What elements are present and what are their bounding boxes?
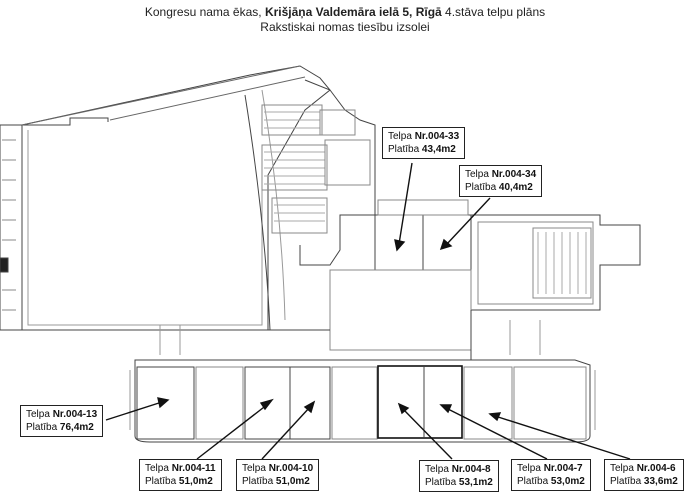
room-004-10-outline bbox=[289, 366, 331, 440]
left-wing-wall bbox=[0, 124, 23, 331]
arrow-head-004-11 bbox=[259, 398, 274, 411]
arrow-head-004-34 bbox=[439, 238, 453, 251]
arrow-004-10 bbox=[261, 406, 311, 460]
hall-inner-outline bbox=[27, 130, 263, 326]
label-telpa: Telpa bbox=[26, 409, 53, 420]
room-area: 51,0m2 bbox=[275, 476, 310, 487]
title-address: Krišjāņa Valdemāra ielā 5, Rīgā bbox=[264, 5, 442, 19]
room-label-004-33: Telpa Nr.004-33 Platība 43,4m2 bbox=[382, 127, 466, 159]
label-telpa: Telpa bbox=[517, 463, 544, 474]
central-room-a bbox=[319, 109, 356, 136]
arrow-004-6 bbox=[494, 415, 631, 460]
seating-rows bbox=[264, 111, 325, 222]
room-number: Nr.004-10 bbox=[268, 463, 314, 474]
room-label-004-7: Telpa Nr.004-7 Platība 53,0m2 bbox=[511, 459, 591, 491]
label-telpa: Telpa bbox=[388, 131, 415, 142]
room-004-6-outline bbox=[463, 366, 513, 440]
room-number: Nr.004-33 bbox=[414, 131, 460, 142]
pointer-arrows bbox=[105, 162, 631, 460]
central-corridor bbox=[329, 269, 472, 351]
label-platiba: Platība bbox=[610, 476, 644, 487]
label-telpa: Telpa bbox=[610, 463, 637, 474]
right-wing-stage bbox=[532, 227, 592, 299]
label-telpa: Telpa bbox=[465, 169, 492, 180]
right-wing-rows bbox=[537, 232, 587, 294]
room-label-004-10: Telpa Nr.004-10 Platība 51,0m2 bbox=[236, 459, 320, 491]
label-platiba: Platība bbox=[26, 422, 60, 433]
label-platiba: Platība bbox=[465, 182, 499, 193]
room-label-004-6: Telpa Nr.004-6 Platība 33,6m2 bbox=[604, 459, 684, 491]
room-004-12-outline bbox=[195, 366, 244, 440]
arrow-head-004-7 bbox=[439, 404, 453, 414]
arrow-004-7 bbox=[445, 407, 548, 460]
plan-subtitle: Rakstiskai nomas tiesību izsolei bbox=[260, 20, 430, 34]
arrow-head-004-6 bbox=[488, 412, 502, 422]
arrow-head-004-33 bbox=[394, 239, 406, 252]
room-area: 40,4m2 bbox=[498, 182, 533, 193]
room-label-004-34: Telpa Nr.004-34 Platība 40,4m2 bbox=[459, 165, 543, 197]
stairs-lines bbox=[159, 320, 541, 355]
room-number: Nr.004-8 bbox=[451, 464, 491, 475]
roof-line-1 bbox=[21, 65, 301, 126]
arrow-004-11 bbox=[196, 403, 269, 460]
right-wing-hall bbox=[477, 221, 594, 305]
room-004-13-outline bbox=[136, 366, 195, 440]
label-telpa: Telpa bbox=[242, 463, 269, 474]
room-area: 43,4m2 bbox=[421, 144, 456, 155]
arrow-head-004-10 bbox=[303, 400, 316, 414]
central-block bbox=[299, 79, 376, 266]
arrow-004-8 bbox=[402, 408, 453, 460]
room-area: 53,1m2 bbox=[458, 477, 493, 488]
room-number: Nr.004-34 bbox=[491, 169, 537, 180]
label-telpa: Telpa bbox=[425, 464, 452, 475]
title-prefix: Kongresu nama ēkas, bbox=[144, 5, 265, 19]
room-number: Nr.004-7 bbox=[543, 463, 583, 474]
label-telpa: Telpa bbox=[145, 463, 172, 474]
arrow-head-004-8 bbox=[397, 402, 410, 415]
seating-block-2 bbox=[261, 144, 328, 191]
room-label-004-11: Telpa Nr.004-11 Platība 51,0m2 bbox=[139, 459, 222, 491]
room-area: 76,4m2 bbox=[59, 422, 94, 433]
label-platiba: Platība bbox=[425, 477, 459, 488]
seating-block-1 bbox=[261, 104, 323, 136]
room-area: 53,0m2 bbox=[550, 476, 585, 487]
label-platiba: Platība bbox=[242, 476, 276, 487]
upper-corridor bbox=[377, 199, 469, 216]
roof-line-2 bbox=[109, 76, 306, 121]
corridor-lines bbox=[22, 310, 472, 360]
room-area: 51,0m2 bbox=[178, 476, 213, 487]
arrow-head-004-13 bbox=[157, 397, 170, 409]
label-platiba: Platība bbox=[388, 144, 422, 155]
title-suffix: 4.stāva telpu plāns bbox=[441, 5, 546, 19]
room-004-5-outline bbox=[513, 366, 587, 440]
bottom-wing-outline bbox=[134, 359, 591, 443]
left-wing-stair-mark bbox=[0, 257, 9, 273]
room-label-004-8: Telpa Nr.004-8 Platība 53,1m2 bbox=[419, 460, 499, 492]
label-platiba: Platība bbox=[145, 476, 179, 487]
central-room-b bbox=[324, 139, 371, 186]
room-number: Nr.004-13 bbox=[52, 409, 98, 420]
room-number: Nr.004-11 bbox=[171, 463, 216, 474]
arrow-004-13 bbox=[105, 401, 163, 421]
seating-block-3 bbox=[271, 197, 328, 234]
label-platiba: Platība bbox=[517, 476, 551, 487]
bottom-wing-edge bbox=[129, 370, 596, 430]
arrow-004-33 bbox=[398, 162, 413, 245]
seating-curve-outer bbox=[244, 94, 271, 331]
room-area: 33,6m2 bbox=[643, 476, 678, 487]
right-wing-outline bbox=[470, 214, 641, 311]
room-number: Nr.004-6 bbox=[636, 463, 676, 474]
highlighted-rooms-outline bbox=[377, 365, 463, 439]
left-wing-partitions bbox=[2, 139, 16, 311]
plan-title: Kongresu nama ēkas, Krišjāņa Valdemāra i… bbox=[0, 5, 690, 19]
left-wing-top-wall bbox=[0, 117, 109, 126]
room-004-9-outline bbox=[331, 366, 378, 440]
arrow-004-34 bbox=[445, 197, 491, 246]
room-label-004-13: Telpa Nr.004-13 Platība 76,4m2 bbox=[20, 405, 104, 437]
